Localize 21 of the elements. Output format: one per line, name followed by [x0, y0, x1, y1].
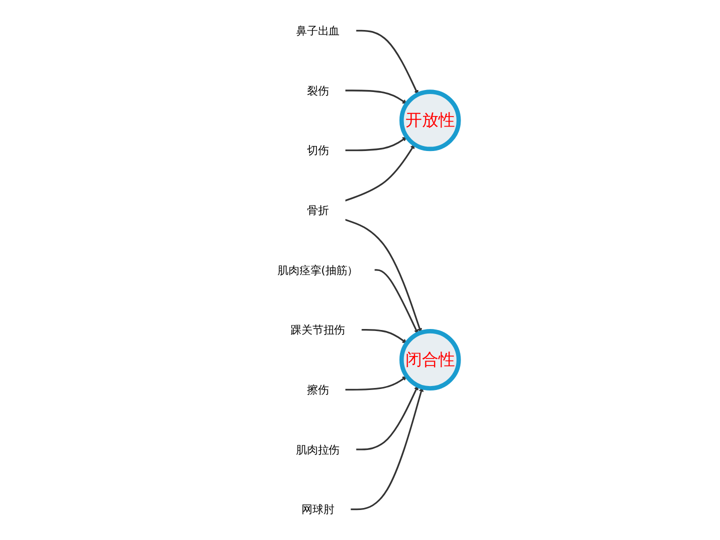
arrow [345, 136, 408, 152]
node-text: 擦伤 [306, 383, 329, 396]
node-text: 肌肉痉挛(抽筋） [278, 263, 358, 277]
arrow [350, 387, 424, 510]
arrow [374, 269, 418, 334]
node-text: 网球肘 [302, 502, 334, 516]
node-circle: 闭合性 [399, 329, 461, 390]
node-circle: 开放性 [399, 90, 461, 152]
node-text: 裂伤 [306, 84, 329, 98]
arrow [344, 144, 415, 202]
arrow [361, 329, 408, 344]
node-text: 踝关节扭伤 [290, 323, 346, 336]
node-text: 肌肉拉伤 [296, 442, 340, 456]
node-text: 切伤 [306, 144, 329, 157]
node-text: 骨折 [306, 204, 329, 217]
arrow [345, 90, 408, 104]
arrow [356, 385, 418, 450]
arrow [356, 30, 418, 95]
node-text: 鼻子出血 [296, 24, 340, 38]
arrow [345, 376, 408, 390]
arrow [344, 218, 422, 333]
